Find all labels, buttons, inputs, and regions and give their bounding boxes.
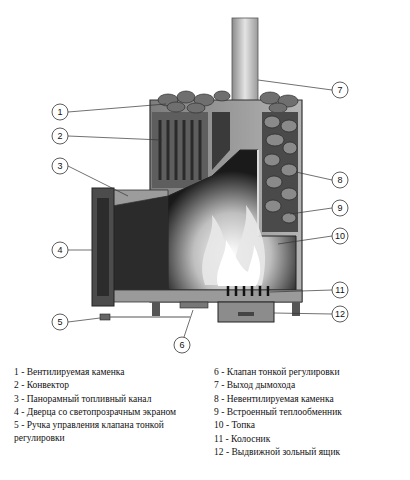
convector-panel (152, 112, 208, 188)
leg (292, 302, 300, 316)
stones-top (158, 91, 298, 113)
door-glass (97, 198, 109, 296)
part-description: 11 - Колосник (214, 433, 400, 445)
part-description: 3 - Панорамный топливный канал (14, 393, 196, 405)
fuel-channel (112, 196, 168, 290)
callout-circles (52, 82, 348, 353)
callout-number: 9 (332, 200, 348, 216)
callout-number: 11 (332, 282, 348, 298)
part-description: 1 - Вентилируемая каменка (14, 366, 196, 378)
part-description: 4 - Дверца со светопрозрачным экраном (14, 406, 196, 418)
part-description: 8 - Невентилируемая каменка (214, 393, 400, 405)
callout-number: 6 (174, 337, 190, 353)
valve (180, 302, 208, 308)
part-description: 7 - Выход дымохода (214, 379, 400, 391)
grate (228, 286, 268, 296)
callout-number: 12 (332, 306, 348, 322)
heat-exchanger-wall (257, 150, 259, 236)
callout-number: 5 (52, 314, 68, 330)
part-description: 10 - Топка (214, 419, 400, 431)
callout-number: 2 (52, 128, 68, 144)
callout-number: 10 (332, 228, 348, 244)
legend-column: 1 - Вентилируемая каменка2 - Конвектор 3 … (14, 366, 196, 445)
part-description: 9 - Встроенный теплообменник (214, 406, 400, 418)
valve-rod (110, 316, 190, 317)
callout-number: 1 (52, 104, 68, 120)
ash-drawer (218, 302, 274, 322)
callout-number: 4 (52, 242, 68, 258)
part-description: 5 - Ручка управления клапана тонкой регу… (14, 419, 196, 444)
part-description: 2 - Конвектор (14, 379, 196, 391)
convector-slots (160, 120, 200, 180)
stones-right (264, 116, 297, 223)
stove-body (150, 100, 302, 302)
callout-number: 7 (332, 82, 348, 98)
stone-chamber (262, 112, 298, 232)
flames (202, 205, 265, 286)
callout-number: 3 (52, 158, 68, 174)
leader-lines (68, 80, 332, 337)
firebox (168, 150, 296, 290)
door (92, 188, 114, 306)
part-description: 12 - Выдвижной зольный ящик (214, 446, 400, 458)
leg (152, 302, 160, 316)
ash-drawer-handle (238, 312, 254, 316)
part-description: 6 - Клапан тонкой регулировки (214, 366, 400, 378)
valve-handle (100, 314, 110, 320)
callout-number: 8 (332, 172, 348, 188)
legend-column: 6 - Клапан тонкой регулировки7 - Выход д… (214, 366, 400, 459)
